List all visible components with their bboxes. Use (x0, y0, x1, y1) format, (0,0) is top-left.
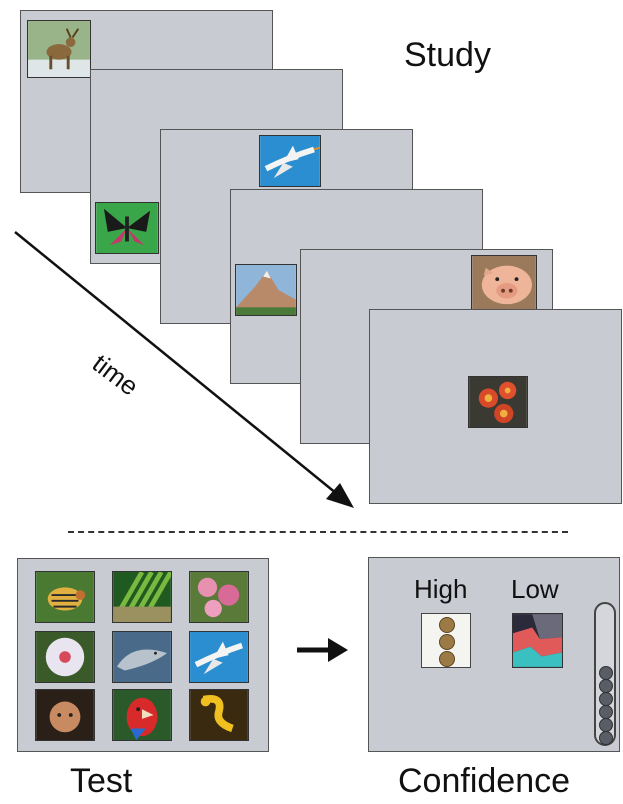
token-icon (439, 651, 455, 667)
red-flowers-icon (468, 376, 528, 428)
pink-flowers-icon (189, 571, 249, 623)
flying-stork-icon (259, 135, 321, 187)
beetle-icon (35, 571, 95, 623)
mountain-icon (235, 264, 297, 316)
token-icon (599, 692, 613, 706)
token-icon (439, 634, 455, 650)
section-divider (68, 531, 568, 533)
seahorse-icon (189, 689, 249, 741)
flying-stork-icon (189, 631, 249, 683)
white-flower-icon (35, 631, 95, 683)
test-frame (17, 558, 269, 752)
child-face-icon (35, 689, 95, 741)
token-icon (599, 718, 613, 732)
parrot-icon (112, 689, 172, 741)
test-label: Test (70, 762, 133, 800)
dolphin-icon (112, 631, 172, 683)
pig-icon (471, 255, 537, 310)
token-tube (594, 602, 616, 746)
token-icon (599, 705, 613, 719)
token-icon (599, 679, 613, 693)
leaves-icon (112, 571, 172, 623)
confidence-label: Confidence (398, 762, 571, 800)
token-icon (599, 731, 613, 745)
study-frame-6 (369, 309, 622, 504)
high-label: High (414, 574, 468, 604)
low-label: Low (511, 574, 559, 604)
butterfly-icon (95, 202, 159, 254)
deer-icon (27, 20, 91, 78)
confidence-frame (368, 557, 620, 752)
study-label: Study (404, 36, 491, 74)
token-icon (439, 617, 455, 633)
low-confidence-card[interactable] (512, 613, 563, 668)
high-confidence-card[interactable] (421, 613, 471, 668)
token-icon (599, 666, 613, 680)
